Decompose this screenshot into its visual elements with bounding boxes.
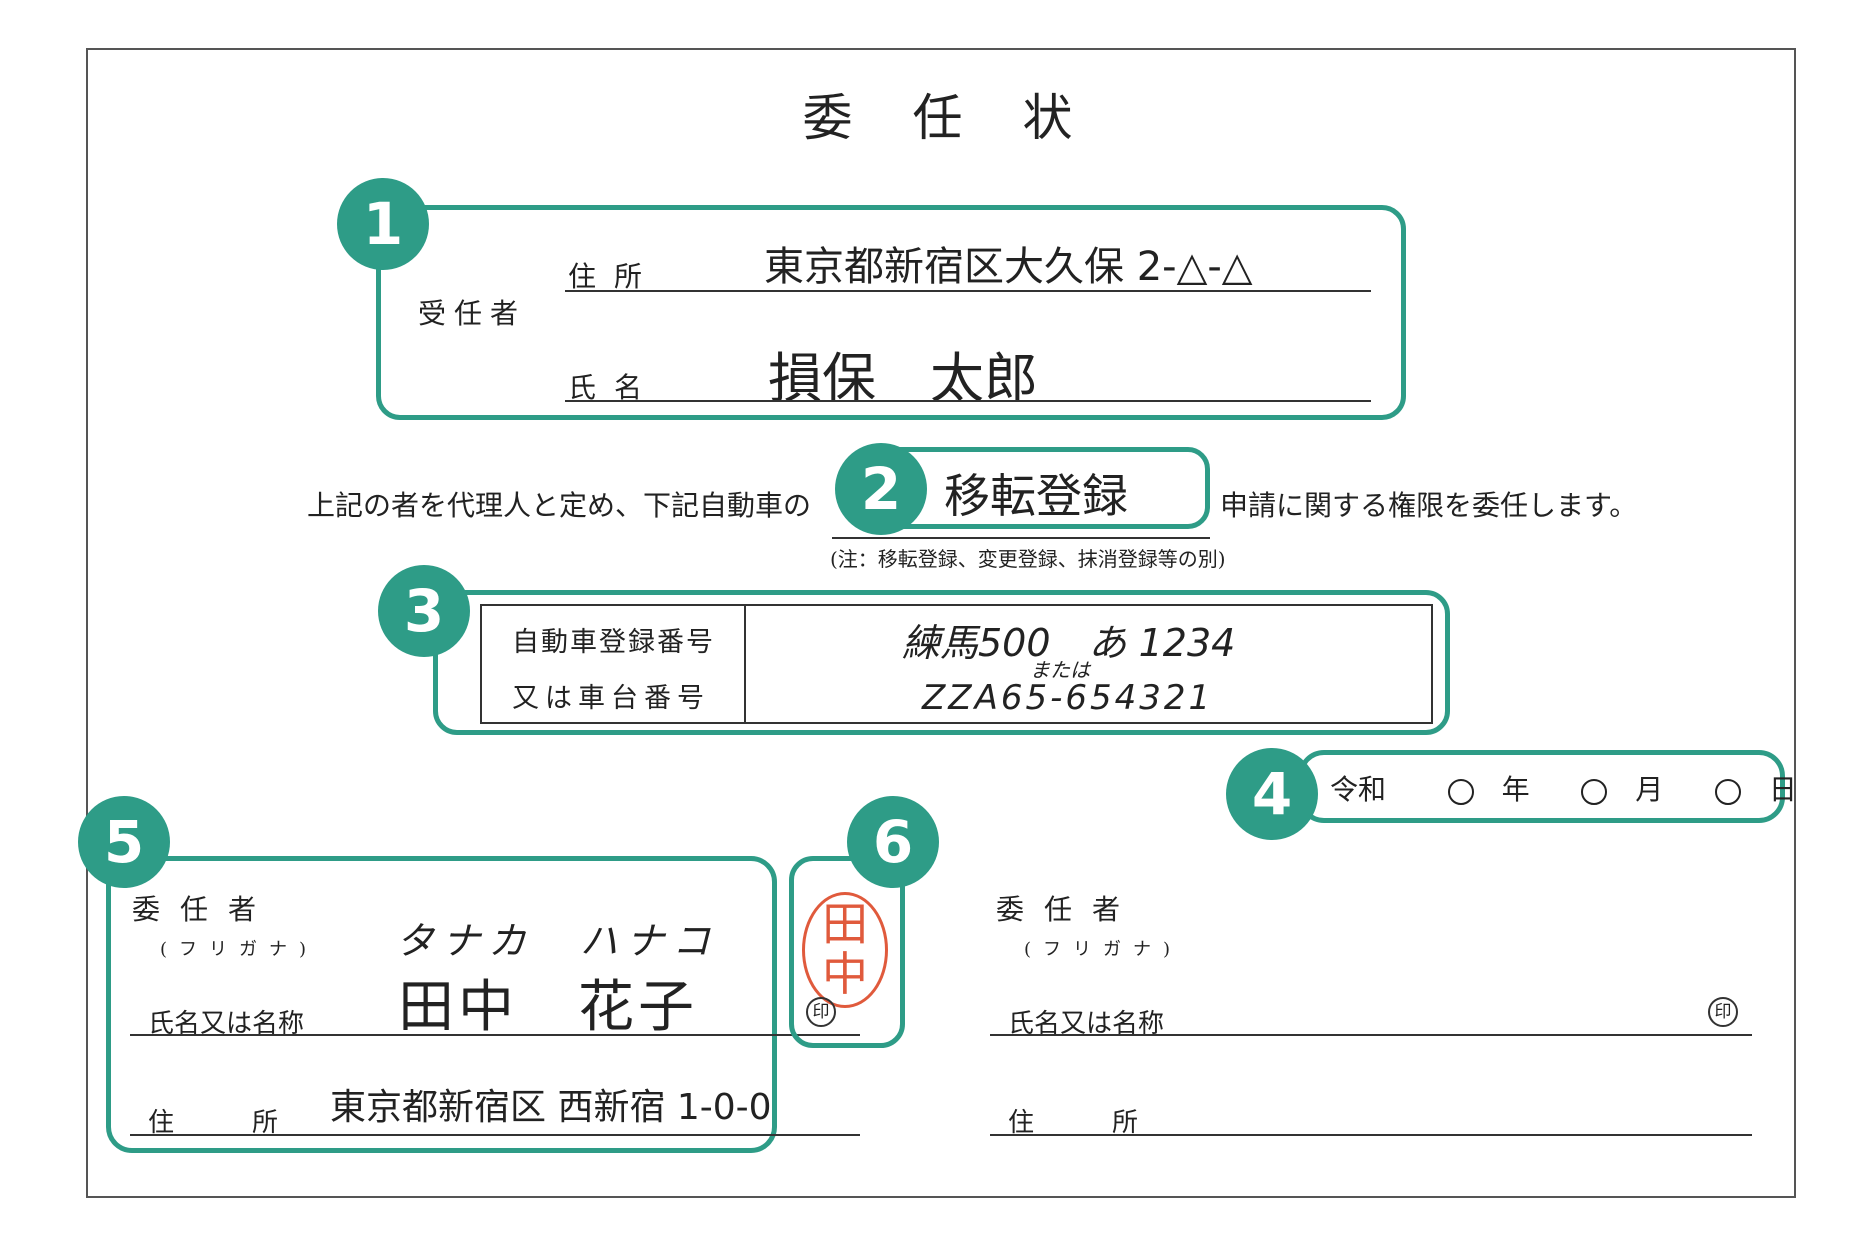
statement-after: 申請に関する権限を委任します。 [1220,489,1638,522]
principal-right-heading: 委任者 [996,893,1141,926]
date-era: 令和 [1330,773,1387,806]
principal-left-name-value: 田中 花子 [398,975,698,1040]
date-month-blank [1581,778,1608,805]
statement-fill-line [832,537,1210,539]
date-day-unit: 日 [1768,773,1797,806]
badge-6: 6 [847,796,939,888]
principal-left-furigana-label: (フリガナ) [160,939,319,960]
hanko-seal: 田中 [802,892,888,1008]
vehicle-or-text: または [1030,658,1090,682]
principal-right-address-label: 住 所 [1008,1108,1139,1138]
principal-left-furigana-value: タナカ ハナコ [396,919,719,963]
vehicle-label-line1: 自動車登録番号 [512,627,715,658]
delegate-name-label: 氏名 [568,371,661,404]
hanko-seal-text: 田中 [822,897,868,1001]
badge-1: 1 [337,178,429,270]
delegate-name-value: 損保 太郎 [768,347,1038,410]
principal-left-name-line [130,1034,860,1036]
vehicle-plate-value: 練馬500 あ 1234 [902,621,1236,665]
principal-right-inkan-mark: 印 [1708,997,1738,1027]
badge-4: 4 [1226,748,1318,840]
vehicle-table: 自動車登録番号 又は車台番号 練馬500 あ 1234 または ZZA65-65… [480,604,1433,724]
vehicle-box [433,590,1450,735]
document-frame [86,48,1796,1198]
statement-filled-value: 移転登録 [944,469,1128,523]
principal-left-address-value: 東京都新宿区 西新宿 1-0-0 [330,1087,772,1128]
date-day-blank [1715,778,1742,805]
document-title: 委任状 [802,89,1133,147]
vehicle-chassis-value: ZZA65-654321 [922,678,1214,718]
delegate-heading: 受任者 [418,297,527,330]
principal-left-inkan-mark: 印 [806,997,836,1027]
principal-left-heading: 委任者 [132,893,277,926]
delegate-address-line [565,290,1371,292]
date-year-unit: 年 [1501,773,1530,806]
delegate-address-value: 東京都新宿区大久保 2-△-△ [764,244,1253,290]
delegate-address-label: 住所 [568,260,661,293]
badge-3: 3 [378,565,470,657]
badge-2: 2 [835,443,927,535]
delegate-name-line [565,400,1371,402]
principal-right-furigana-label: (フリガナ) [1024,939,1183,960]
principal-left-address-label: 住 所 [148,1108,279,1138]
principal-left-box [106,856,777,1153]
seal-box [789,856,905,1048]
date-year-blank [1447,778,1474,805]
principal-left-address-line [130,1134,860,1136]
date-row: 令和 年 月 日 [1330,768,1797,808]
badge-5: 5 [78,796,170,888]
delegate-box [376,205,1406,420]
date-month-unit: 月 [1635,773,1664,806]
vehicle-label-line2: 又は車台番号 [512,683,710,714]
vehicle-table-divider [744,606,746,722]
principal-right-address-line [990,1134,1752,1136]
statement-note: (注：移転登録、変更登録、抹消登録等の別) [830,547,1226,571]
statement-before: 上記の者を代理人と定め、下記自動車の [307,489,812,522]
principal-right-name-line [990,1034,1752,1036]
